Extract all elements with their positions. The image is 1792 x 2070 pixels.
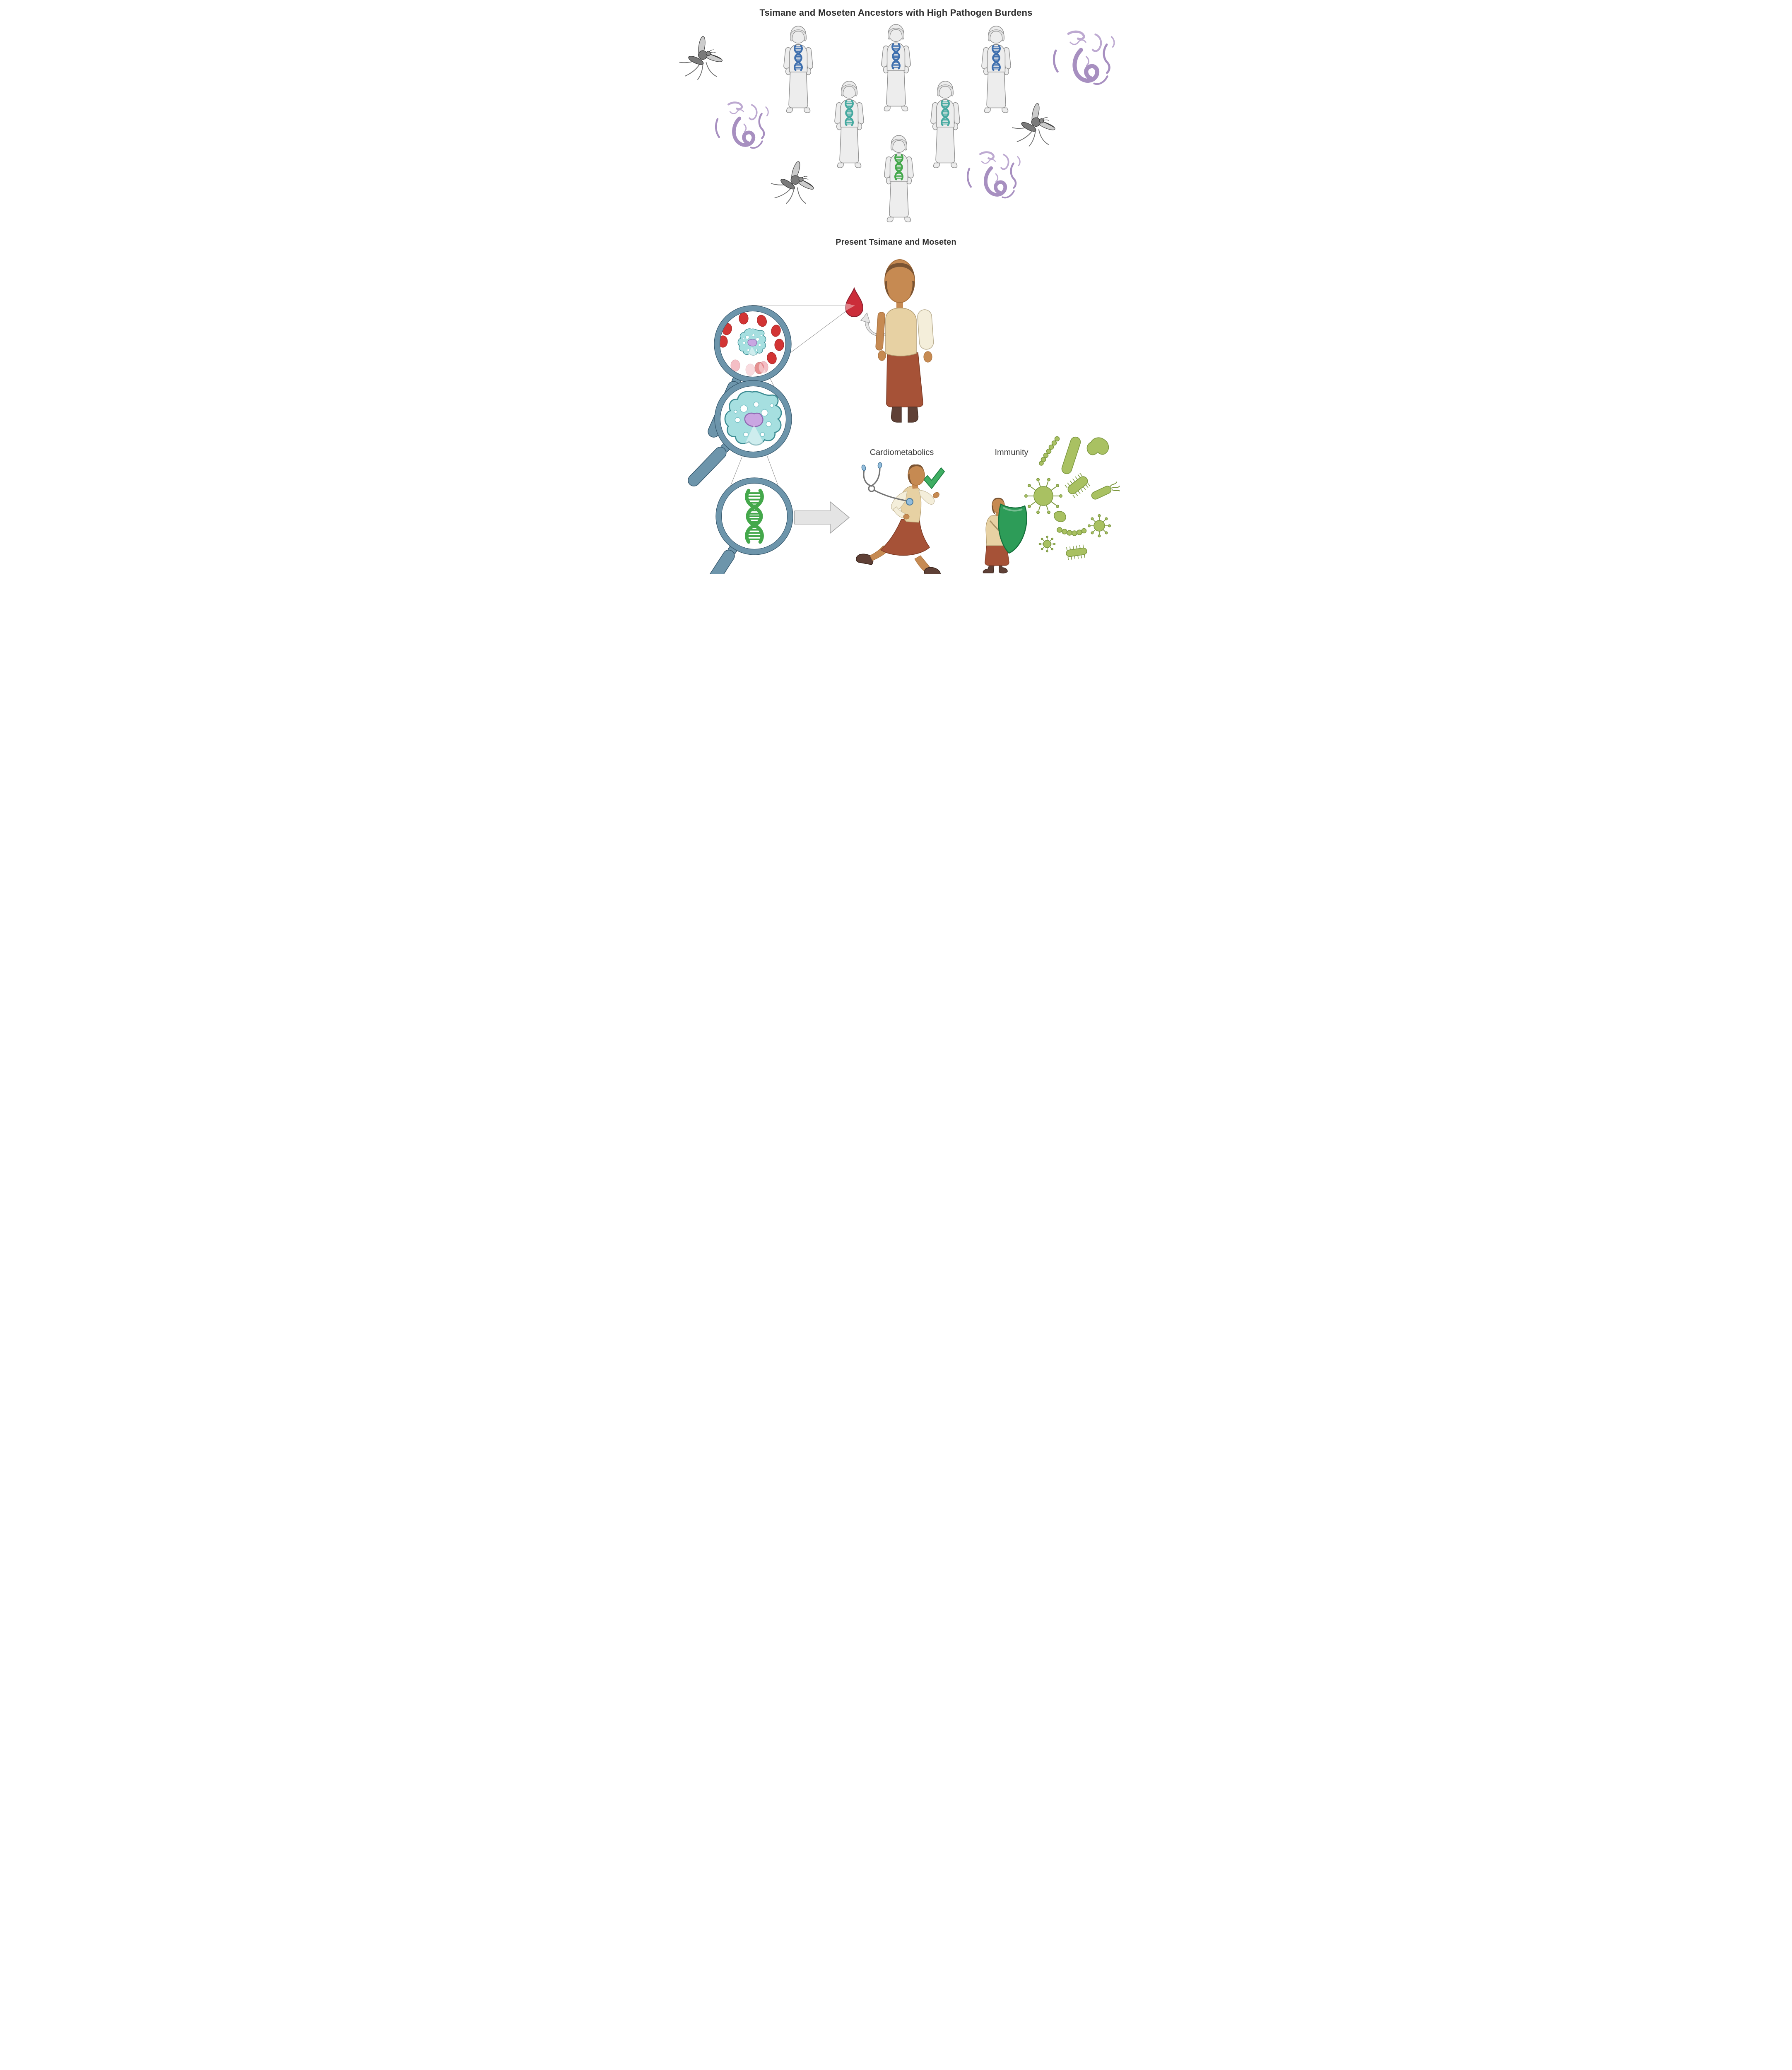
bacterium-pili (1066, 544, 1087, 561)
blood-drop-icon (845, 287, 864, 317)
magnifier-immune-cell (688, 380, 792, 486)
bacterium-rod (1061, 436, 1081, 474)
shield-icon (998, 503, 1027, 554)
hair (908, 464, 925, 475)
stethoscope-icon (861, 462, 914, 506)
present-person (875, 259, 934, 423)
shield-person (983, 498, 1027, 574)
bacterium-blob (1086, 437, 1109, 455)
virus-large (1024, 478, 1063, 514)
ancestors-title: Tsimane and Moseten Ancestors with High … (759, 7, 1033, 18)
skirt (886, 352, 923, 407)
bacterium-flagella (1091, 481, 1120, 500)
running-person (856, 462, 941, 574)
bare-arm (875, 312, 886, 351)
virus-medium (1087, 514, 1111, 538)
checkmark-icon (923, 467, 945, 489)
virus-small (1038, 535, 1056, 553)
hair (884, 263, 915, 282)
bacterium-pili (1065, 473, 1091, 498)
curved-arrow-icon (860, 312, 887, 337)
skirt (985, 544, 1009, 566)
cardiometabolics-label: Cardiometabolics (870, 448, 934, 457)
immunity-label: Immunity (995, 448, 1028, 457)
arrow-right-icon (794, 501, 850, 534)
skirt (880, 519, 930, 556)
cocci-chain (1039, 436, 1060, 466)
infographic-canvas: Tsimane and Moseten Ancestors with High … (672, 0, 1120, 574)
present-title: Present Tsimane and Moseten (836, 238, 956, 247)
shirt (885, 308, 917, 356)
cocci-chain (1057, 527, 1087, 536)
shirt-sleeve (917, 309, 934, 350)
pale-blood-cells (730, 359, 768, 376)
magnifier-dna (696, 477, 793, 574)
bacterium-blob (1053, 511, 1066, 522)
microbes-icon (1024, 436, 1120, 561)
head (884, 259, 915, 303)
